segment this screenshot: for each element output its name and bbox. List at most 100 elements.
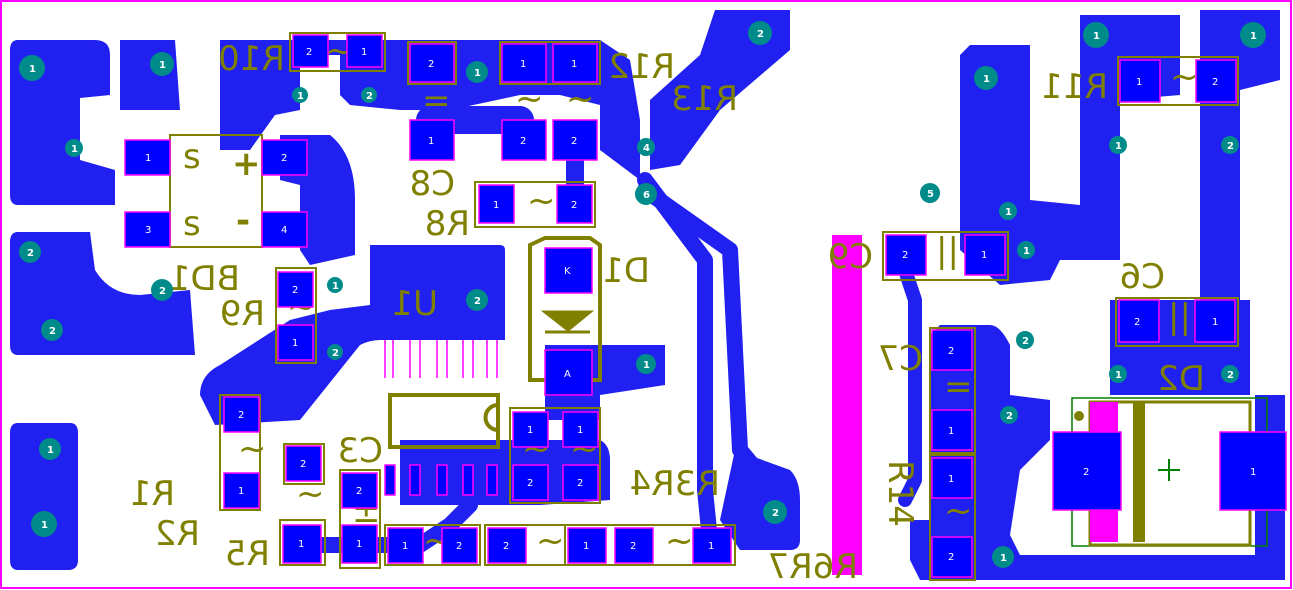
c7-footprint: [929, 327, 976, 454]
svg-text:2: 2: [428, 59, 434, 70]
r2-footprint: [283, 443, 325, 485]
svg-text:1: 1: [292, 338, 298, 349]
pad-d2-2: 2: [1052, 431, 1122, 511]
c3-footprint: [339, 469, 381, 569]
svg-text:2: 2: [1227, 370, 1234, 381]
u1-notch: [483, 403, 499, 432]
d1-symbol: [540, 310, 595, 334]
via-14: 6: [635, 183, 657, 205]
svg-text:1: 1: [361, 47, 367, 58]
svg-text:K: K: [564, 266, 571, 277]
via-6: 2: [41, 319, 63, 341]
svg-text:1: 1: [1250, 31, 1257, 42]
svg-text:2: 2: [292, 285, 298, 296]
svg-text:2: 2: [630, 541, 636, 552]
pads: 2 1 2 1 1 1 2 2 1 2 1 2 3 4 2 1 K A 1 1 …: [124, 34, 1287, 578]
r1-tilde: ~: [238, 429, 267, 469]
bottom-r-footprint-3: [564, 524, 736, 566]
label-r8: R8: [425, 204, 470, 244]
svg-text:2: 2: [527, 478, 533, 489]
svg-text:2: 2: [757, 29, 764, 40]
via-12: 2: [748, 21, 772, 45]
svg-text:2: 2: [948, 346, 954, 357]
vias: 1 1 1 2 2 2 1 1 1 2 1 2 4 6 1 2 2 1 2 5 …: [19, 21, 1266, 568]
via-31: 2: [1000, 406, 1018, 424]
via-16: 2: [466, 289, 488, 311]
label-r12: R12: [608, 47, 675, 87]
svg-text:A: A: [564, 369, 571, 380]
svg-text:1: 1: [474, 68, 481, 79]
r8-footprint: [474, 181, 596, 228]
pad-bottom-4: 1: [567, 527, 607, 564]
pad-r12b-2: 2: [552, 119, 598, 161]
via-2: 1: [150, 52, 174, 76]
pad-bd1-4: 4: [261, 211, 308, 248]
pad-r5-1: 1: [282, 524, 322, 564]
svg-text:2: 2: [49, 326, 56, 337]
bd1-plus: +: [232, 144, 261, 184]
pad-c7-1: 1: [931, 409, 973, 451]
r14-footprint: [929, 454, 976, 581]
pad-bottom-6: 1: [692, 527, 732, 564]
pad-bottom-3: 2: [487, 527, 527, 564]
svg-text:2: 2: [1083, 467, 1089, 478]
svg-text:1: 1: [948, 474, 954, 485]
pad-r12b-1: 1: [552, 43, 598, 83]
c8-footprint: [407, 41, 457, 85]
svg-text:2: 2: [1212, 77, 1218, 88]
svg-text:2: 2: [571, 136, 577, 147]
label-c8: C8: [410, 164, 455, 204]
via-24: 1: [1109, 136, 1127, 154]
pad-c8-2: 2: [409, 43, 455, 83]
via-11: 1: [466, 61, 488, 83]
pad-bd1-3: 3: [124, 211, 171, 248]
pad-r1-2: 2: [223, 396, 260, 433]
pad-r10-1: 1: [346, 34, 383, 68]
svg-text:2: 2: [456, 541, 462, 552]
svg-text:1: 1: [71, 144, 78, 155]
via-26: 1: [999, 202, 1017, 220]
via-22: 1: [1083, 22, 1109, 48]
via-15: 1: [327, 277, 343, 293]
svg-text:2: 2: [772, 508, 779, 519]
pad-r8-2: 2: [556, 184, 593, 224]
via-25: 2: [1221, 136, 1239, 154]
trace-c9: [898, 263, 922, 507]
label-bd1: BD1: [169, 259, 240, 299]
via-5: 2: [151, 279, 173, 301]
pad-r14-2: 2: [931, 536, 973, 578]
via-7: 1: [39, 438, 61, 460]
svg-text:1: 1: [402, 541, 408, 552]
svg-text:1: 1: [1136, 77, 1142, 88]
bd1-ac-mark-1: s: [183, 137, 201, 177]
pad-bottom-1: 1: [387, 527, 424, 564]
svg-text:1: 1: [145, 153, 151, 164]
via-9: 1: [292, 87, 308, 103]
via-18: 1: [636, 354, 656, 374]
svg-text:2: 2: [577, 478, 583, 489]
svg-text:2: 2: [902, 250, 908, 261]
bd1-ac-mark-2: s: [183, 204, 201, 244]
c6-cap-symbol: ||: [1168, 297, 1191, 337]
d1-outline: [528, 236, 602, 382]
svg-text:2: 2: [1227, 141, 1234, 152]
via-30: 2: [1221, 365, 1239, 383]
svg-text:2: 2: [281, 153, 287, 164]
svg-text:1: 1: [493, 200, 499, 211]
pad-c6-1: 1: [1194, 299, 1236, 343]
via-23: 1: [1240, 22, 1266, 48]
label-c6: C6: [1120, 257, 1165, 297]
svg-text:1: 1: [298, 539, 304, 550]
via-8: 1: [31, 511, 57, 537]
label-d2: D2: [1157, 359, 1205, 399]
pad-r14-1: 1: [931, 457, 973, 499]
pad-bd1-1: 1: [124, 139, 171, 176]
pad-c3-1: 1: [341, 524, 378, 564]
svg-text:2: 2: [159, 286, 166, 297]
svg-text:3: 3: [145, 225, 151, 236]
svg-text:1: 1: [159, 60, 166, 71]
label-c9: C9: [828, 237, 873, 277]
svg-text:2: 2: [27, 248, 34, 259]
